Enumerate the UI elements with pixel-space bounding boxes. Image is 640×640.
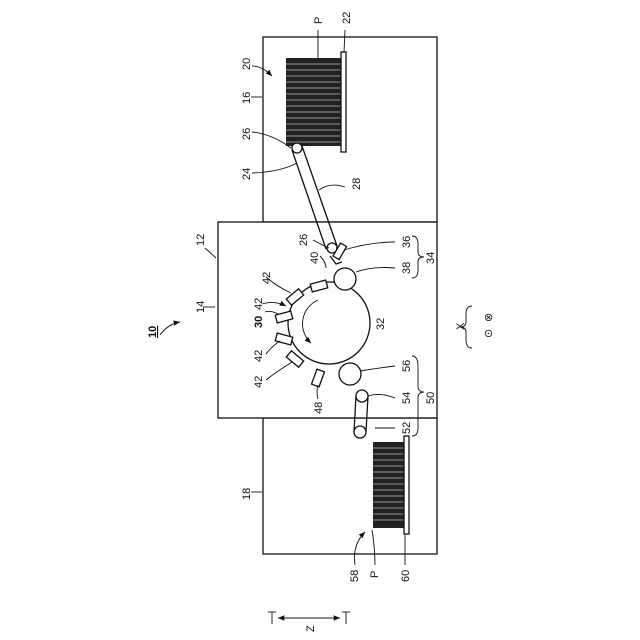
label-z: Z xyxy=(305,625,317,632)
out-of-page-icon: ⊙ xyxy=(483,329,495,338)
label-32: 32 xyxy=(375,318,387,330)
label-48: 48 xyxy=(313,402,325,414)
label-52: 52 xyxy=(401,422,413,434)
label-42-c: 42 xyxy=(253,350,265,362)
label-22: 22 xyxy=(341,12,353,24)
label-56: 56 xyxy=(401,360,413,372)
label-42-d: 42 xyxy=(253,376,265,388)
label-42-b: 42 xyxy=(253,298,265,310)
label-36: 36 xyxy=(401,236,413,248)
label-20: 20 xyxy=(241,58,253,70)
label-26-mid: 26 xyxy=(298,234,310,246)
paper-stack-upper xyxy=(286,58,342,146)
tray-plate-upper xyxy=(341,52,346,152)
label-18: 18 xyxy=(241,488,253,500)
label-x: X xyxy=(455,322,467,330)
label-28: 28 xyxy=(351,178,363,190)
label-34: 34 xyxy=(425,252,437,264)
label-42-a: 42 xyxy=(261,272,273,284)
label-14: 14 xyxy=(195,301,207,313)
label-fig-10: 10 xyxy=(147,326,159,338)
label-54: 54 xyxy=(401,392,413,404)
label-40: 40 xyxy=(309,252,321,264)
z-axis-indicator xyxy=(268,612,350,624)
roller-38 xyxy=(334,268,356,290)
lower-housing xyxy=(263,418,437,554)
label-50: 50 xyxy=(425,392,437,404)
label-38: 38 xyxy=(401,262,413,274)
label-p-top: P xyxy=(313,17,325,24)
tray-plate-lower xyxy=(404,436,409,534)
label-26-top: 26 xyxy=(241,128,253,140)
roller-56 xyxy=(339,363,361,385)
label-58: 58 xyxy=(349,570,361,582)
paper-stack-lower xyxy=(373,442,405,528)
label-24: 24 xyxy=(241,168,253,180)
label-16: 16 xyxy=(241,92,253,104)
label-30: 30 xyxy=(253,316,265,328)
into-page-icon: ⊗ xyxy=(483,313,495,322)
label-p-bottom: P xyxy=(369,571,381,578)
label-60: 60 xyxy=(400,570,412,582)
label-12: 12 xyxy=(195,234,207,246)
